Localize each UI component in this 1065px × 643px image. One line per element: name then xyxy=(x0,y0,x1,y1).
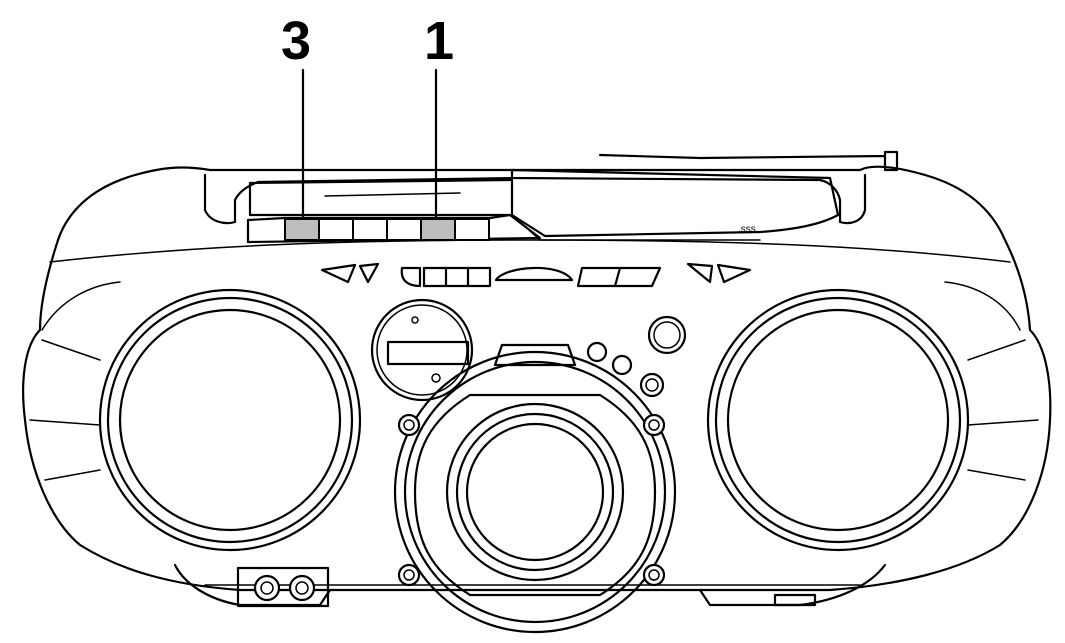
mode-buttons[interactable] xyxy=(422,266,492,288)
cd-lid-frame xyxy=(413,393,657,597)
screw-top-left xyxy=(397,413,421,437)
right-speaker-outer-ring xyxy=(706,288,970,552)
callout-label-1: 1 xyxy=(424,11,455,71)
screw-bottom-left-inner xyxy=(403,569,415,581)
left-speaker-bezel xyxy=(106,296,354,544)
small-button-1[interactable] xyxy=(586,341,608,363)
woofer-cone xyxy=(465,422,605,562)
left-speaker-outer-ring xyxy=(98,288,362,552)
woofer-cone-ring xyxy=(445,402,625,582)
woofer-cone-ring-2 xyxy=(455,412,615,572)
tape-button-6[interactable] xyxy=(454,218,490,241)
shoulder-line-2 xyxy=(41,281,1021,331)
left-speaker-grille xyxy=(118,308,342,532)
screw-top-right-inner xyxy=(648,419,660,431)
right-side-vents xyxy=(967,339,1039,481)
cd-lid xyxy=(510,168,840,238)
tape-button-3[interactable] xyxy=(352,218,388,241)
cassette-window xyxy=(248,178,514,217)
callout-label-3: 3 xyxy=(281,11,312,71)
antenna xyxy=(598,150,899,172)
audio-jack-right[interactable] xyxy=(288,574,316,602)
audio-jack-left-inner xyxy=(260,581,274,595)
cd-play-button[interactable] xyxy=(494,266,574,282)
woofer-bezel xyxy=(403,360,667,624)
tuner-dial-inner xyxy=(376,304,468,396)
volume-up-button[interactable] xyxy=(716,263,752,284)
tape-button-4[interactable] xyxy=(386,218,422,241)
dial-dot-bottom xyxy=(431,373,441,383)
dial-dot-top xyxy=(411,316,419,324)
function-selector[interactable] xyxy=(400,266,422,288)
jack-panel xyxy=(236,566,330,608)
right-speaker-bezel xyxy=(714,296,962,544)
small-button-2[interactable] xyxy=(611,354,633,376)
skip-buttons[interactable] xyxy=(576,266,662,288)
screw-bottom-right-inner xyxy=(648,569,660,581)
cassette-slot xyxy=(324,192,461,197)
tape-button-2[interactable] xyxy=(318,218,354,241)
volume-down-button[interactable] xyxy=(320,263,357,284)
volume-right-button[interactable] xyxy=(686,262,714,284)
left-side-vents xyxy=(29,339,101,481)
woofer-outer-ring xyxy=(393,350,677,634)
power-button-inner xyxy=(653,321,681,349)
screw-bottom-right xyxy=(642,563,666,587)
right-speaker-grille xyxy=(726,308,950,532)
cd-door-tab xyxy=(493,343,577,367)
shoulder-line xyxy=(49,239,1011,263)
small-button-3[interactable] xyxy=(639,372,665,398)
tuner-dial[interactable] xyxy=(370,298,474,402)
lcd-display xyxy=(386,340,470,366)
volume-left-button[interactable] xyxy=(358,262,380,284)
stop-eject-button[interactable] xyxy=(284,218,320,241)
screw-bottom-left xyxy=(397,563,421,587)
body-outline xyxy=(22,165,1052,592)
small-button-3-inner xyxy=(645,378,659,392)
screw-top-left-inner xyxy=(403,419,415,431)
lid-mark: .sss xyxy=(738,224,756,235)
lid-edge xyxy=(519,221,761,241)
screw-top-right xyxy=(642,413,666,437)
audio-jack-left[interactable] xyxy=(253,574,281,602)
right-foot xyxy=(773,593,817,607)
play-button[interactable] xyxy=(420,218,456,241)
audio-jack-right-inner xyxy=(295,581,309,595)
